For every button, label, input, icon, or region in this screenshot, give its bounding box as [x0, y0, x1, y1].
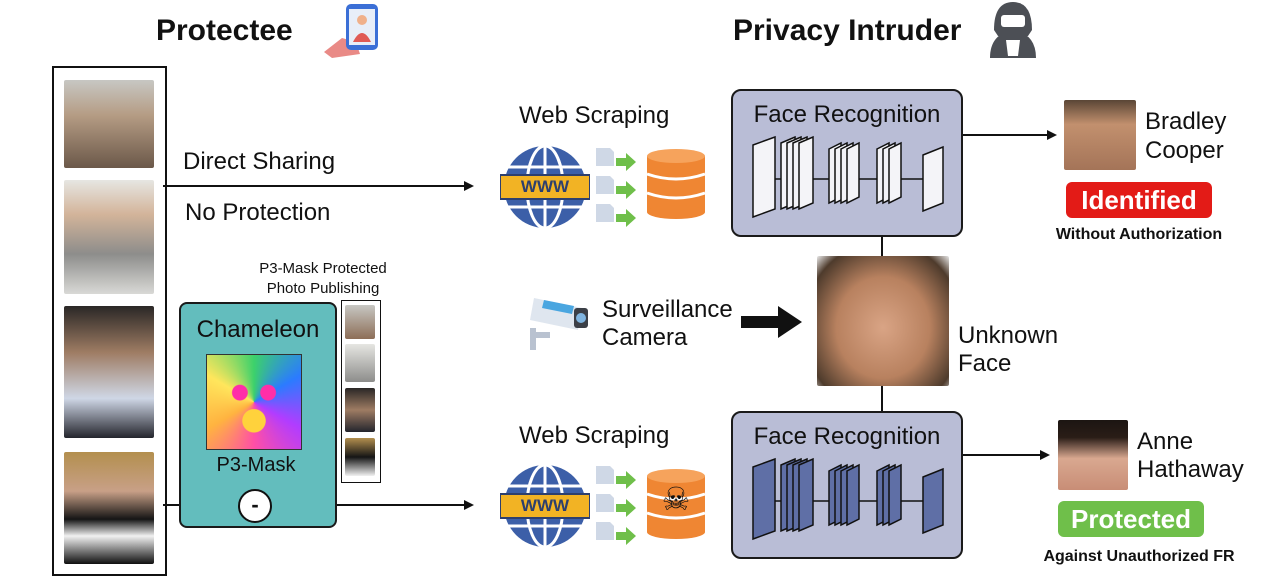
- protected-badge: Protected: [1058, 501, 1204, 537]
- protectee-photo-1: [64, 80, 154, 168]
- database-icon-top: [645, 148, 707, 220]
- www-text-bottom: WWW: [520, 496, 570, 515]
- result-name-top-1: Bradley: [1145, 108, 1227, 135]
- published-photo-3: [345, 388, 375, 432]
- face-recognition-box-top: Face Recognition: [731, 89, 963, 237]
- subtract-operator-icon: -: [238, 489, 272, 523]
- protected-face-photo: [1058, 420, 1128, 490]
- result-name-bottom-2: Hathaway: [1137, 456, 1244, 483]
- privacy-intruder-title: Privacy Intruder: [733, 14, 962, 47]
- chameleon-title: Chameleon: [196, 316, 320, 343]
- protectee-photo-column: [52, 66, 167, 576]
- face-recognition-box-bottom: Face Recognition: [731, 411, 963, 559]
- scraped-pages-icon-bottom: [594, 464, 638, 546]
- protectee-photo-4: [64, 452, 154, 564]
- identified-badge: Identified: [1066, 182, 1212, 218]
- p3-mask-label: P3-Mask: [216, 454, 296, 476]
- web-scraping-label-top: Web Scraping: [519, 102, 670, 129]
- www-text-top: WWW: [520, 177, 570, 196]
- published-photo-4: [345, 438, 375, 476]
- skull-crossbones-icon: ☠: [661, 481, 691, 517]
- published-photo-2: [345, 344, 375, 382]
- face-recognition-label-top: Face Recognition: [753, 101, 941, 128]
- subtract-operator-symbol: -: [251, 492, 259, 517]
- face-recognition-label-bottom: Face Recognition: [753, 423, 941, 450]
- direct-sharing-label: Direct Sharing: [183, 148, 336, 175]
- hacker-icon: [984, 0, 1042, 60]
- scraped-pages-icon-top: [594, 146, 638, 228]
- p3-mask-image: [206, 354, 302, 450]
- globe-www-icon-top: WWW: [500, 143, 590, 231]
- phone-in-hand-icon: [322, 2, 386, 60]
- result-name-bottom-1: Anne: [1137, 428, 1194, 455]
- against-unauthorized-fr-caption: Against Unauthorized FR: [1043, 548, 1235, 565]
- published-photos-strip: [341, 300, 381, 483]
- unknown-face-label-2: Face: [958, 350, 1012, 377]
- surveillance-label-1: Surveillance: [602, 296, 733, 323]
- published-photo-1: [345, 305, 375, 339]
- protectee-title: Protectee: [156, 14, 293, 47]
- protectee-photo-2: [64, 180, 154, 294]
- protectee-photo-3: [64, 306, 154, 438]
- globe-www-icon-bottom: WWW: [500, 462, 590, 550]
- neural-network-icon-top: [752, 135, 944, 219]
- neural-network-icon-bottom: [752, 457, 944, 541]
- identified-face-photo: [1064, 100, 1136, 170]
- unknown-face-photo: [817, 256, 949, 386]
- publishing-label-2: Photo Publishing: [266, 280, 380, 297]
- surveillance-label-2: Camera: [602, 324, 688, 351]
- database-poisoned-icon: ☠: [645, 468, 707, 540]
- no-protection-label: No Protection: [185, 199, 331, 226]
- web-scraping-label-bottom: Web Scraping: [519, 422, 670, 449]
- without-authorization-caption: Without Authorization: [1055, 226, 1223, 243]
- unknown-face-label-1: Unknown: [958, 322, 1059, 349]
- publishing-label-1: P3-Mask Protected: [259, 260, 387, 277]
- surveillance-camera-icon: [524, 292, 590, 354]
- result-name-top-2: Cooper: [1145, 137, 1224, 164]
